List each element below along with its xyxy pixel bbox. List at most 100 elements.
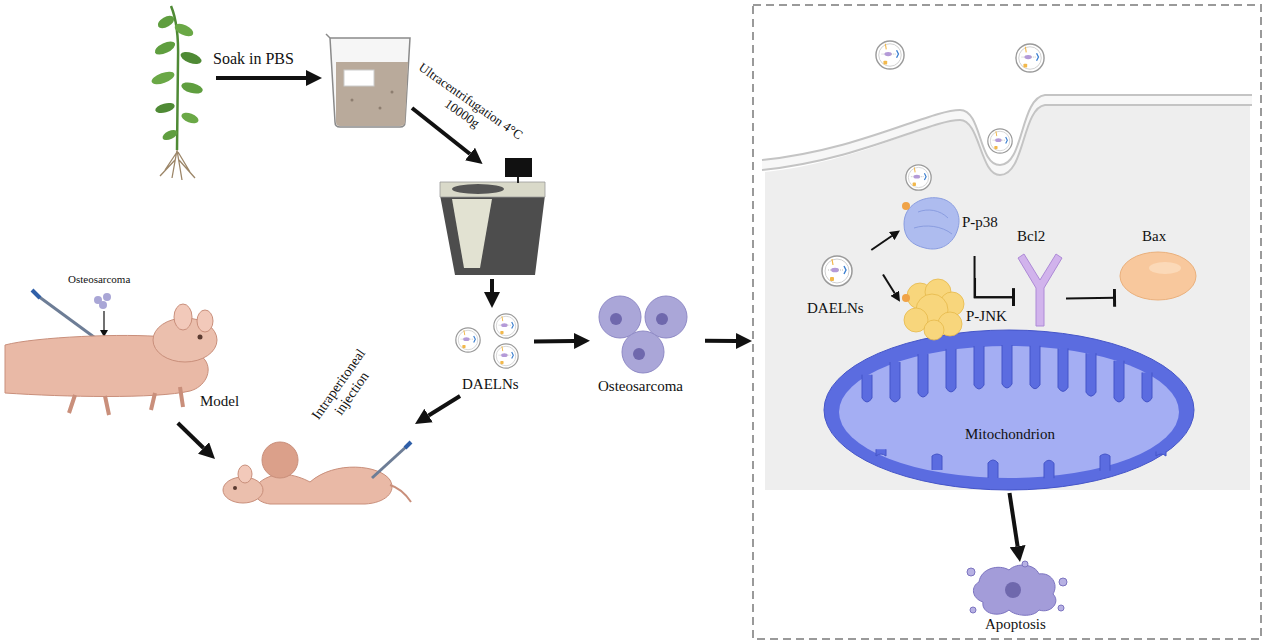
plant-illustration [154, 101, 176, 115]
inhibition-connector [975, 278, 1014, 297]
p38-protein [904, 198, 959, 249]
beaker-illustration [379, 107, 382, 110]
inhibition-connector [1066, 297, 1115, 300]
protein-shape: Bcl2 [1014, 228, 1066, 330]
tumor-cell [622, 331, 664, 373]
syringe-illustration [32, 290, 40, 298]
apoptotic-cell [973, 565, 1055, 615]
tumor [262, 442, 298, 478]
bax-highlight [1149, 262, 1181, 274]
centrifuge-illustration [440, 158, 545, 275]
jnk-protein [924, 320, 944, 340]
mouse-ear [238, 465, 252, 483]
syringe-illustration [103, 293, 111, 301]
plant-illustration [150, 69, 176, 87]
phosphate-dot [902, 294, 910, 302]
node-label: Model [200, 393, 239, 410]
cell-nucleus [610, 313, 622, 325]
annotation-label: Ultracentrifugation 4°C 10000g [404, 58, 528, 157]
apoptotic-cell: Apoptosis [965, 562, 1075, 636]
flow-arrow [216, 76, 306, 80]
cell-nucleus [633, 348, 645, 360]
vesicle-icon [822, 256, 852, 286]
plant-illustration [153, 39, 177, 57]
protein-ridge [914, 210, 952, 234]
apoptotic-body [1058, 605, 1064, 611]
cell-nucleus [1005, 582, 1021, 598]
node-outline [822, 328, 1197, 493]
cristae [1002, 345, 1012, 388]
protein-shape: Bax [1115, 228, 1200, 303]
apoptotic-body [1022, 561, 1028, 567]
cristae [1100, 454, 1110, 471]
syringe-illustration [38, 296, 98, 340]
plant-illustration [150, 6, 204, 180]
vesicle-group: DAELNs [448, 312, 534, 396]
mouse-eye [233, 486, 237, 490]
cristae [1114, 361, 1124, 402]
beaker-illustration [336, 62, 408, 126]
node-outline [752, 4, 1262, 640]
node-label: DAELNs [462, 376, 519, 393]
vesicle: DAELNs [805, 250, 883, 320]
cell-panel: DAELNs P-p38P-JNK Bcl2 BaxMitochondrionApop… [752, 4, 1262, 640]
beaker-illustration [326, 34, 330, 38]
node-label: DAELNs [807, 300, 864, 317]
beaker-illustration [351, 99, 354, 102]
bcl2-protein [1018, 254, 1062, 326]
plant-illustration [179, 50, 203, 67]
mitochondrion-inner [839, 346, 1179, 478]
arrow-connector [871, 236, 891, 250]
plant-illustration [173, 21, 195, 39]
plant-illustration [180, 80, 204, 95]
vesicle-icon [1016, 44, 1044, 72]
cell-membrane [762, 105, 1252, 175]
plant-illustration [180, 111, 200, 126]
cristae [932, 454, 942, 470]
cell-membrane [762, 95, 1252, 490]
plant-illustration [161, 128, 179, 142]
beaker-illustration [326, 34, 410, 127]
cristae [862, 375, 872, 402]
flow-arrow [490, 279, 494, 292]
arrow-connector [705, 339, 736, 343]
cristae [974, 346, 984, 389]
protein-shape: P-JNK [900, 278, 1012, 346]
apoptotic-body [967, 568, 975, 576]
annotation-label: Soak in PBS [213, 50, 294, 68]
apoptotic-body [1059, 578, 1067, 586]
beaker-illustration [330, 38, 410, 127]
node-label: Intraperitoneal injection [305, 341, 386, 437]
apoptotic-body [970, 607, 976, 613]
cristae [876, 449, 886, 456]
tumor-cells: Osteosarcoma [590, 298, 705, 400]
mitochondrion: Mitochondrion [822, 328, 1197, 493]
bax-protein [1120, 252, 1196, 300]
vesicle-icon [988, 129, 1012, 153]
vesicle-icon [456, 328, 480, 352]
cristae [946, 349, 956, 392]
protein-shape: P-p38 [900, 192, 1005, 256]
mouse-ear [197, 310, 213, 332]
cristae [1044, 460, 1054, 478]
cristae [918, 354, 928, 397]
beaker-illustration [391, 91, 394, 94]
phosphate-dot [902, 202, 910, 210]
tumor-cell [645, 296, 687, 338]
node-label: P-JNK [966, 308, 1007, 325]
cristae [1156, 452, 1166, 456]
node-label: Mitochondrion [965, 426, 1055, 443]
centrifuge-illustration [440, 182, 545, 197]
inhibition-connector [975, 256, 1014, 297]
vesicle-icon [906, 165, 931, 190]
arrow-connector [883, 275, 895, 294]
centrifuge-illustration [452, 199, 492, 268]
plant-illustration [156, 13, 177, 31]
cristae [890, 362, 900, 402]
tumor-cell [599, 296, 641, 338]
mouse-legs [69, 387, 183, 415]
cristae [1030, 346, 1040, 389]
node-label: Apoptosis [985, 616, 1046, 633]
mouse-eye [198, 335, 203, 340]
vesicle-icon [494, 344, 518, 368]
